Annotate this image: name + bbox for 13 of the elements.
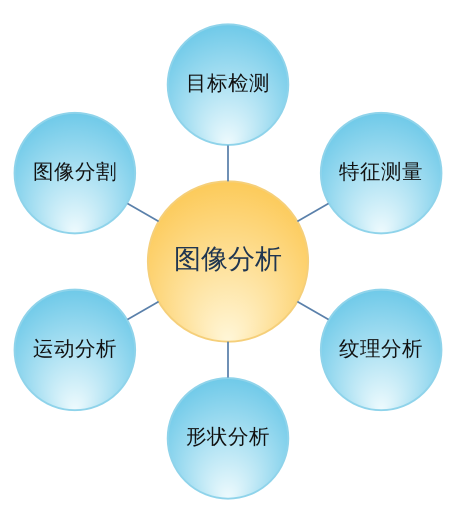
connector — [227, 144, 229, 181]
connector — [127, 300, 160, 320]
connector — [227, 341, 229, 378]
node-circle: 形状分析 — [166, 376, 290, 500]
connector — [296, 300, 329, 320]
node-circle: 图像分割 — [14, 111, 136, 234]
node-circle: 运动分析 — [14, 288, 136, 411]
node-circle: 纹理分析 — [320, 288, 442, 411]
connector — [296, 202, 329, 222]
node-circle: 图像分析 — [146, 180, 310, 342]
node-circle: 特征测量 — [320, 111, 442, 234]
connector — [127, 202, 160, 222]
node-circle: 目标检测 — [166, 22, 290, 146]
